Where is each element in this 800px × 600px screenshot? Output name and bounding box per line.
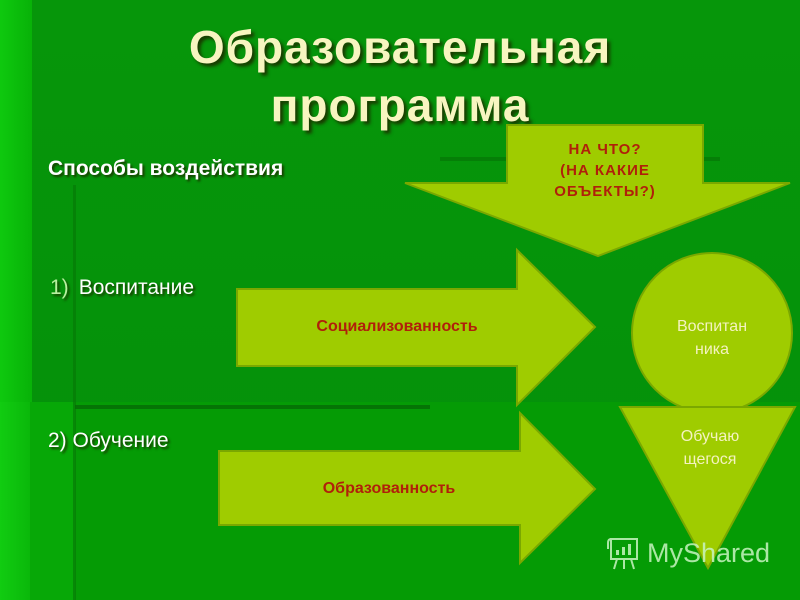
triangle-student-shape — [618, 406, 797, 571]
circle-label: Воспитан ника — [632, 315, 792, 361]
circle-label-line2: ника — [694, 341, 730, 358]
down-arrow-line3: ОБЪЕКТЫ?) — [554, 183, 656, 200]
background-left-mid — [30, 402, 75, 600]
down-arrow-line1: НА ЧТО? — [568, 141, 642, 158]
list-item-number: 1) — [50, 276, 69, 299]
subtitle: Способы воздействия — [48, 157, 284, 180]
background-left-light — [0, 402, 30, 600]
right-arrow-socialization-shape — [236, 247, 597, 408]
triangle-label-line1: Обучаю — [680, 428, 740, 445]
divider-horizontal — [75, 405, 430, 409]
down-arrow-label: НА ЧТО? (НА КАКИЕ ОБЪЕКТЫ?) — [507, 139, 703, 202]
circle-label-line1: Воспитан — [676, 318, 748, 335]
arrow-label-socialization: Социализованность — [316, 318, 478, 335]
list-item-upbringing: 1) Воспитание — [50, 276, 194, 300]
triangle-label: Обучаю щегося — [640, 425, 780, 471]
watermark-text: MyShared — [647, 537, 771, 568]
list-item-number: 2) — [48, 429, 67, 452]
slide-title-line1: Образовательная — [188, 21, 612, 73]
watermark: MyShared — [607, 535, 770, 571]
list-item-label: Воспитание — [78, 276, 195, 299]
down-arrow-line2: (НА КАКИЕ — [560, 162, 650, 179]
slide-title-line2: программа — [270, 79, 530, 131]
list-item-label: Обучение — [72, 429, 169, 452]
list-item-teaching: 2) Обучение — [48, 429, 169, 453]
triangle-label-line2: щегося — [683, 451, 737, 468]
right-arrow-education-shape — [218, 410, 597, 566]
down-arrow-shape — [404, 124, 791, 258]
divider-vertical — [73, 185, 76, 600]
presentation-board-icon — [607, 538, 638, 570]
arrow-label-education: Образованность — [322, 480, 456, 497]
